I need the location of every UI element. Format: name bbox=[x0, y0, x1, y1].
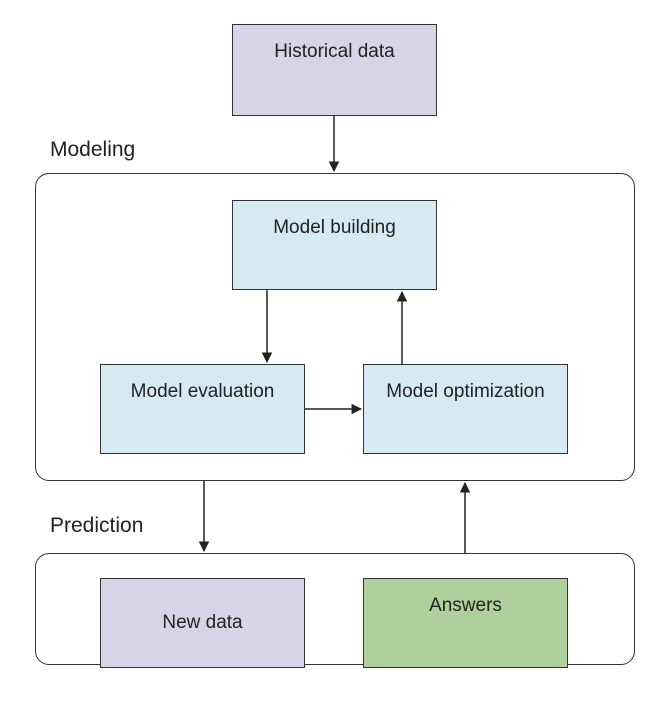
new-data-label: New data bbox=[162, 612, 243, 633]
answers-node: Answers bbox=[363, 578, 568, 668]
historical-data-node: Historical data bbox=[232, 24, 437, 116]
historical-data-label: Historical data bbox=[274, 41, 395, 62]
new-data-node: New data bbox=[100, 578, 305, 668]
model-evaluation-node: Model evaluation bbox=[100, 364, 305, 454]
model-optimization-node: Model optimization bbox=[363, 364, 568, 454]
model-building-label: Model building bbox=[273, 217, 396, 238]
model-evaluation-label: Model evaluation bbox=[130, 381, 275, 402]
model-building-node: Model building bbox=[232, 200, 437, 290]
model-optimization-label: Model optimization bbox=[386, 381, 545, 402]
prediction-group-label: Prediction bbox=[50, 514, 144, 537]
modeling-group-label: Modeling bbox=[50, 138, 136, 161]
answers-label: Answers bbox=[429, 595, 502, 616]
